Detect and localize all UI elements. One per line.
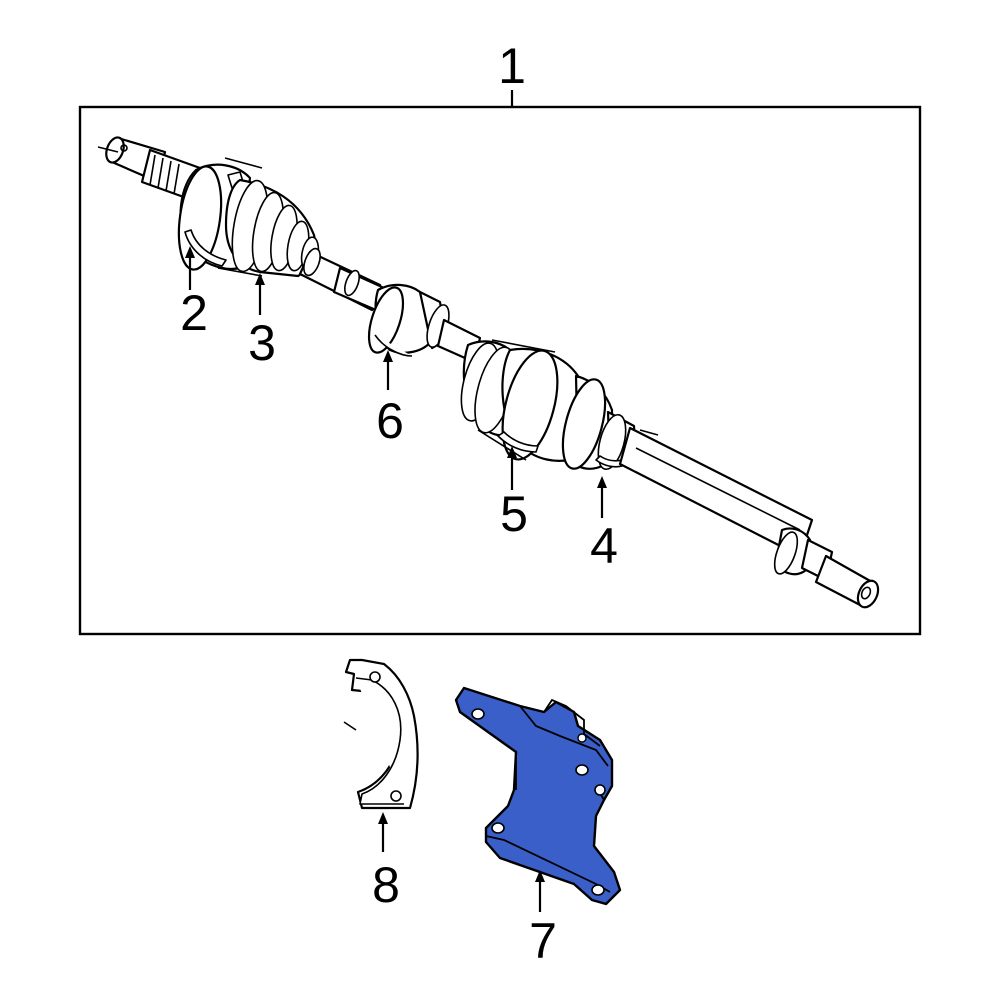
- outer-boot-clamp[interactable]: [184, 229, 227, 267]
- callout-label-4[interactable]: 4: [590, 518, 618, 574]
- callout-7: 7: [529, 870, 557, 969]
- callout-8: 8: [372, 812, 400, 913]
- drive-axle-assembly[interactable]: [97, 135, 882, 610]
- callout-label-5[interactable]: 5: [500, 486, 528, 542]
- inner-stub-shaft: [618, 426, 880, 609]
- callout-label-8[interactable]: 8: [372, 857, 400, 913]
- callout-4: 4: [590, 476, 618, 574]
- callout-label-7[interactable]: 7: [529, 913, 557, 969]
- inner-cv-boot: [460, 339, 582, 462]
- callout-label-6[interactable]: 6: [376, 393, 404, 449]
- bearing-retainer-plate[interactable]: [343, 658, 419, 810]
- callout-label-3[interactable]: 3: [248, 315, 276, 371]
- assembly-frame: [78, 105, 922, 636]
- callout-2: 2: [180, 246, 208, 341]
- callout-5: 5: [500, 446, 528, 542]
- support-bracket[interactable]: [454, 686, 622, 906]
- callout-6: 6: [376, 350, 404, 449]
- inner-boot-clamp-large[interactable]: [497, 431, 539, 453]
- callout-3: 3: [248, 273, 276, 371]
- callout-label-2[interactable]: 2: [180, 285, 208, 341]
- outer-cv-boot[interactable]: [217, 157, 321, 278]
- callout-label-1[interactable]: 1: [498, 38, 526, 94]
- damper[interactable]: [362, 283, 453, 357]
